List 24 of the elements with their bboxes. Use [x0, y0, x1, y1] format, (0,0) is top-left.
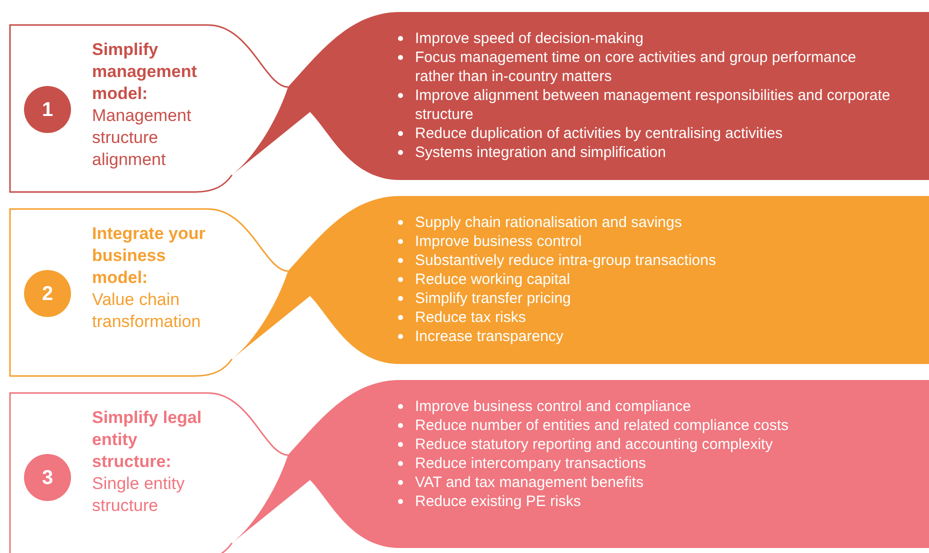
heading: Simplify management model: [92, 39, 198, 105]
bullet-item: Improve speed of decision-making [415, 29, 644, 48]
bullet-item: Reduce existing PE risks [415, 492, 581, 511]
bullet-item: Reduce tax risks [415, 308, 526, 327]
bullet-item: Supply chain rationalisation and savings [415, 213, 682, 232]
bullet-item: Increase transparency [415, 327, 564, 346]
bullet-item: Systems integration and simplification [415, 143, 666, 162]
subheading: Management structure alignment [92, 105, 192, 171]
heading: Integrate your business model: [92, 223, 206, 289]
bullet-item: Reduce statutory reporting and accounting complexity [415, 435, 773, 454]
bullet-item: Reduce number of entities and related compliance costs [415, 416, 789, 435]
bullet-item: Reduce duplication of activities by centralising activities [415, 124, 783, 143]
bullet-item: Simplify transfer pricing [415, 289, 571, 308]
heading: Simplify legal entity structure: [92, 407, 203, 473]
bullet-item: VAT and tax management benefits [415, 473, 644, 492]
subheading: Value chain transformation [92, 289, 202, 333]
bullet-item: Reduce intercompany transactions [415, 454, 646, 473]
bullet-item: Substantively reduce intra-group transactions [415, 251, 716, 270]
bullet-item: Reduce working capital [415, 270, 570, 289]
subheading: Single entity structure [92, 473, 186, 517]
bullet-item: Improve business control [415, 232, 582, 251]
bullet-item: Focus management time on core activities and group performance rather than in-country matters [415, 48, 858, 86]
bullet-item: Improve alignment between management responsibilities and corporate structure [415, 86, 892, 124]
bullet-item: Improve business control and compliance [415, 397, 691, 416]
